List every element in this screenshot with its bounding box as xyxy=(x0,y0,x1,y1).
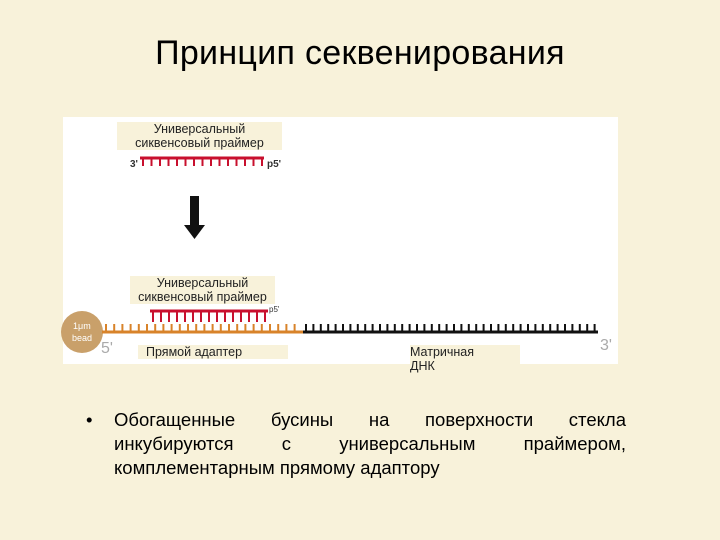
top-primer-label: Универсальный сиквенсовый праймер xyxy=(117,122,282,150)
template-dna-label-line2: ДНК xyxy=(410,359,435,373)
strand-end-3: 3' xyxy=(600,337,612,354)
bottom-primer-end: p5' xyxy=(269,305,280,314)
down-arrow-shaft xyxy=(190,196,199,226)
top-primer-end-right: p5' xyxy=(267,159,281,170)
template-dna-label-line1: Матричная xyxy=(410,345,475,359)
top-primer-label-line1: Универсальный xyxy=(153,122,246,136)
bottom-primer-ticks xyxy=(152,311,266,322)
strand-end-5: 5' xyxy=(101,340,113,357)
bottom-primer-label-line2: сиквенсовый праймер xyxy=(138,290,267,304)
page-title: Принцип секвенирования xyxy=(155,34,565,72)
bead-label-line1: 1μm xyxy=(73,321,91,331)
bead-label-line2: bead xyxy=(72,333,92,343)
top-primer-ticks xyxy=(142,158,263,166)
bullet-text: Обогащенные бусины на поверхности стекла… xyxy=(114,409,626,478)
top-primer-end-left: 3' xyxy=(130,159,138,170)
bottom-primer-label: Универсальный сиквенсовый праймер xyxy=(130,276,275,304)
bullet-dot: • xyxy=(86,409,93,430)
down-arrow-head xyxy=(184,225,205,239)
adapter-ticks xyxy=(105,324,296,332)
template-dna-label: Матричная ДНК xyxy=(410,345,520,373)
top-primer-label-line2: сиквенсовый праймер xyxy=(135,136,264,150)
template-ticks xyxy=(305,324,596,332)
adapter-label: Прямой адаптер xyxy=(138,345,288,359)
bottom-primer-label-line1: Универсальный xyxy=(156,276,249,290)
bead xyxy=(61,311,103,353)
